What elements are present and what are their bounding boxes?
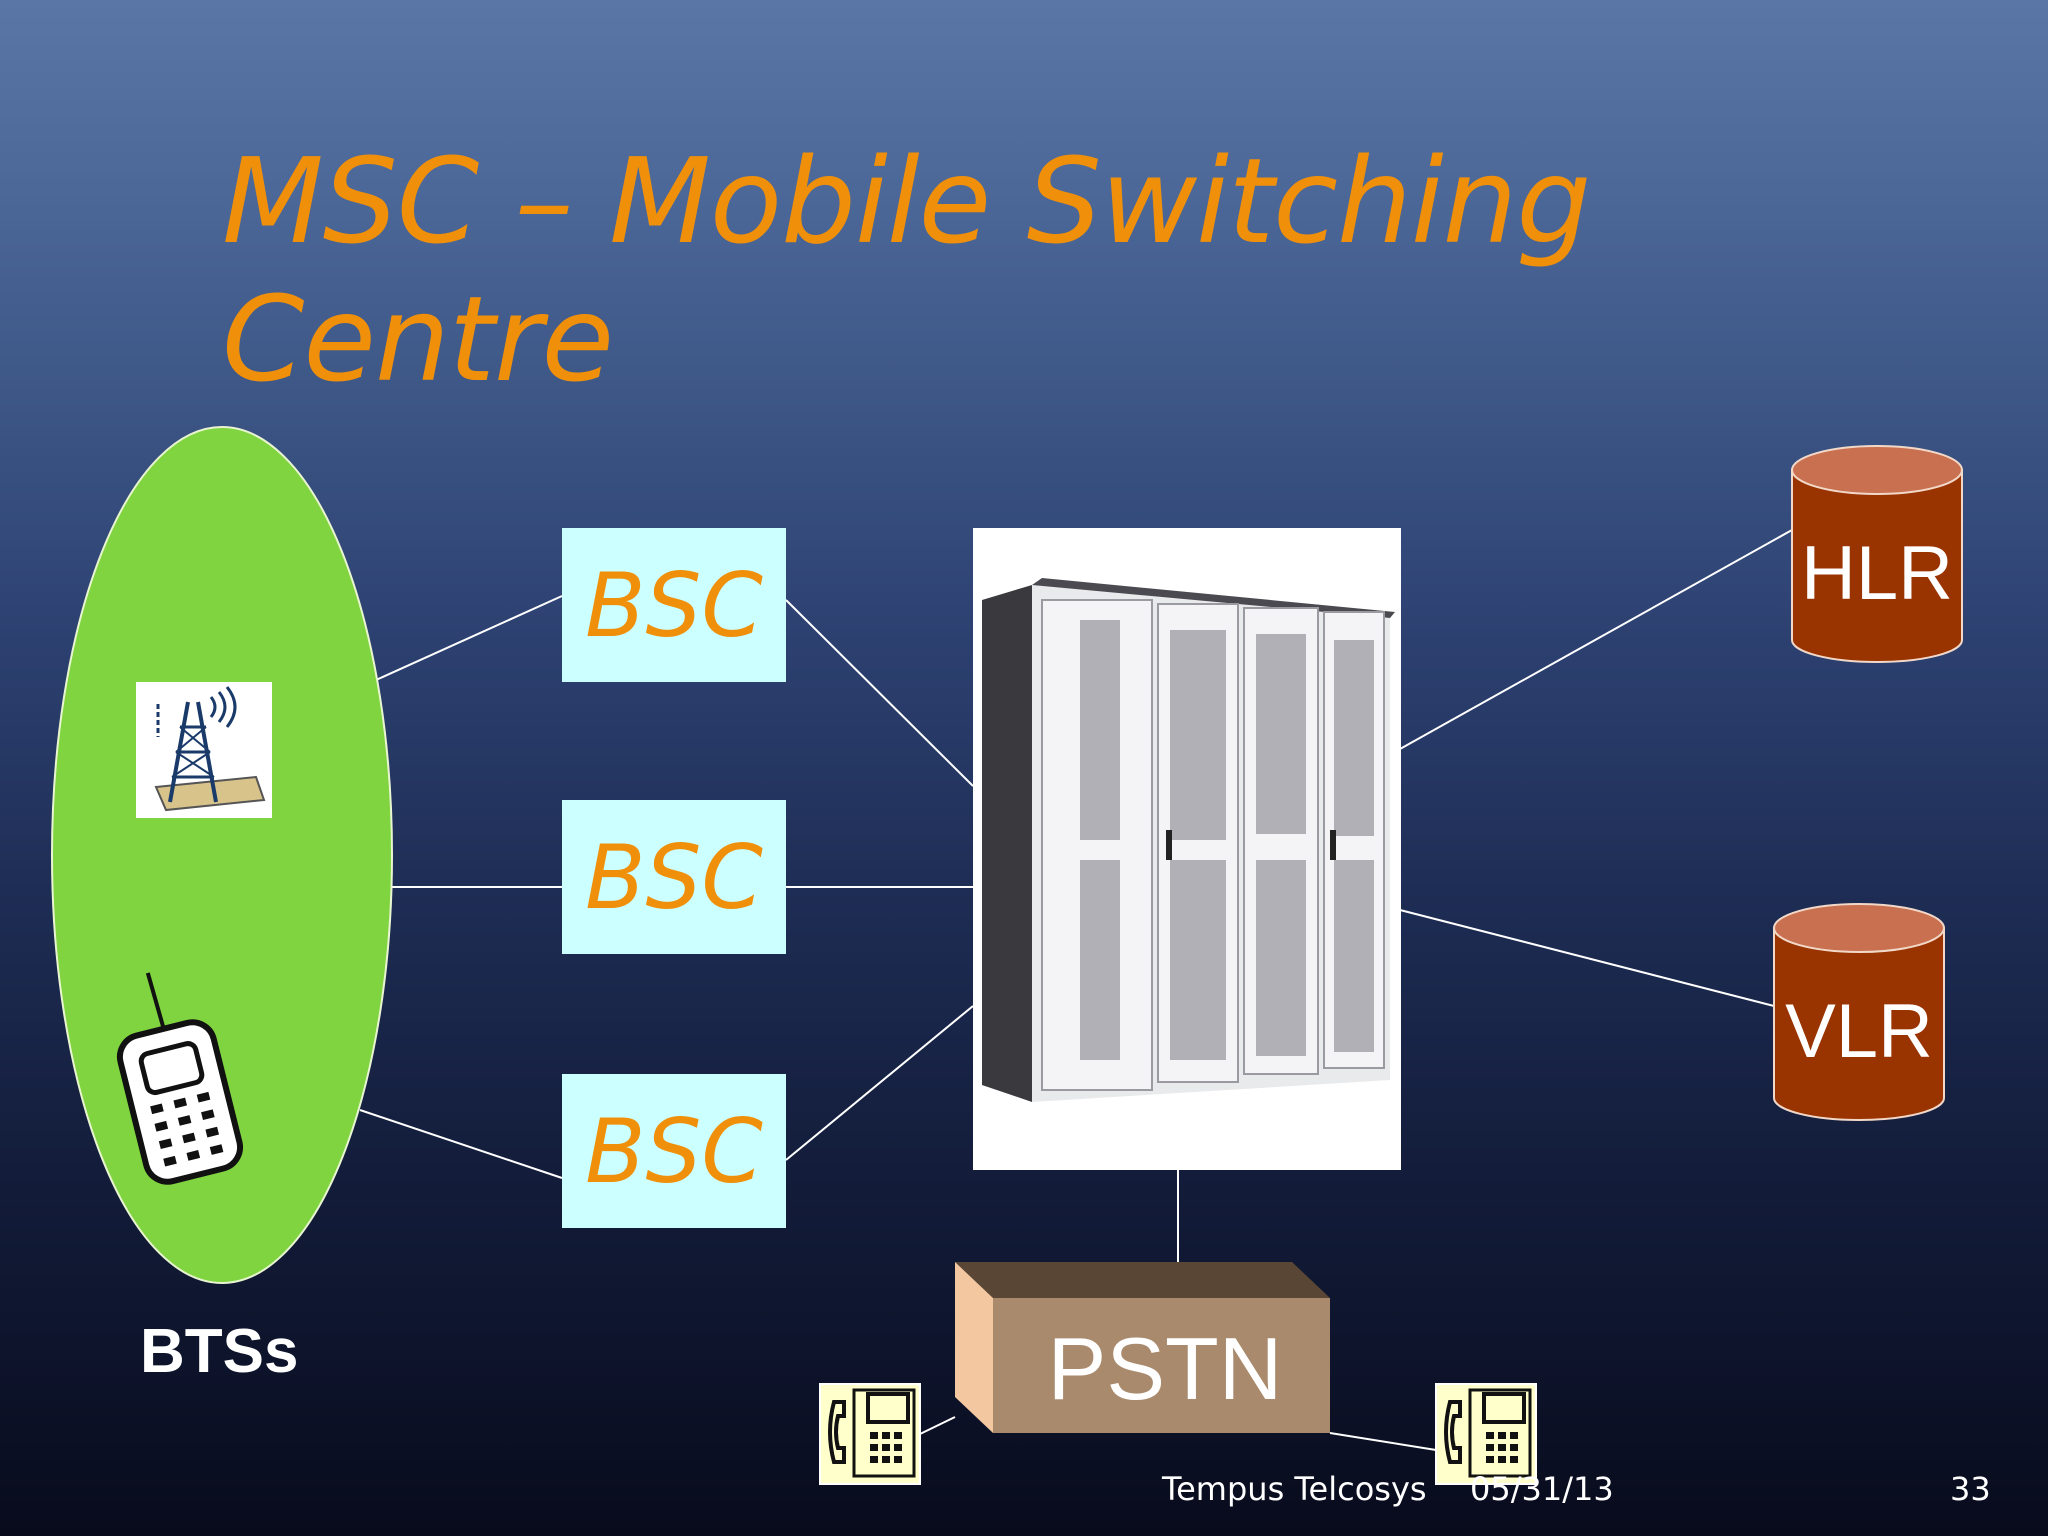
line-msc-vlr <box>1399 909 1775 1007</box>
bsc-box: BSC <box>562 528 786 682</box>
bsc-label: BSC <box>585 1099 763 1203</box>
bsc-label: BSC <box>585 553 763 657</box>
connector-lines <box>359 529 1793 1451</box>
desk-phone-icon <box>819 1383 921 1485</box>
hlr-label: HLR <box>1800 531 1954 616</box>
line-bsc3-msc <box>785 1005 974 1161</box>
vlr-database-icon <box>1773 903 1945 1121</box>
hlr-database-icon <box>1791 445 1963 663</box>
bsc-label: BSC <box>585 825 763 929</box>
bsc-box: BSC <box>562 1074 786 1228</box>
footer-organization: Tempus Telcosys <box>1162 1470 1427 1508</box>
slide-number: 33 <box>1950 1470 1991 1508</box>
line-bsc1-msc <box>785 599 974 787</box>
cell-tower-icon <box>136 682 272 818</box>
line-bts-bsc3 <box>359 1109 563 1179</box>
mobile-phone-icon <box>116 972 244 1185</box>
desk-phone-icon <box>1435 1383 1537 1485</box>
pstn-box <box>955 1262 1330 1433</box>
slide-title: MSC – Mobile Switching Centre <box>222 132 1591 408</box>
bts-group-label: BTSs <box>140 1317 299 1386</box>
line-pstn-phone-right <box>1329 1432 1437 1451</box>
bsc-box: BSC <box>562 800 786 954</box>
line-pstn-phone-left <box>919 1416 956 1435</box>
vlr-label: VLR <box>1785 989 1933 1074</box>
footer-date: 05/31/13 <box>1470 1470 1614 1508</box>
msc-server-rack-icon <box>973 528 1401 1170</box>
line-bts-bsc1 <box>375 595 563 681</box>
pstn-label: PSTN <box>1047 1319 1283 1418</box>
line-msc-hlr <box>1399 529 1793 750</box>
